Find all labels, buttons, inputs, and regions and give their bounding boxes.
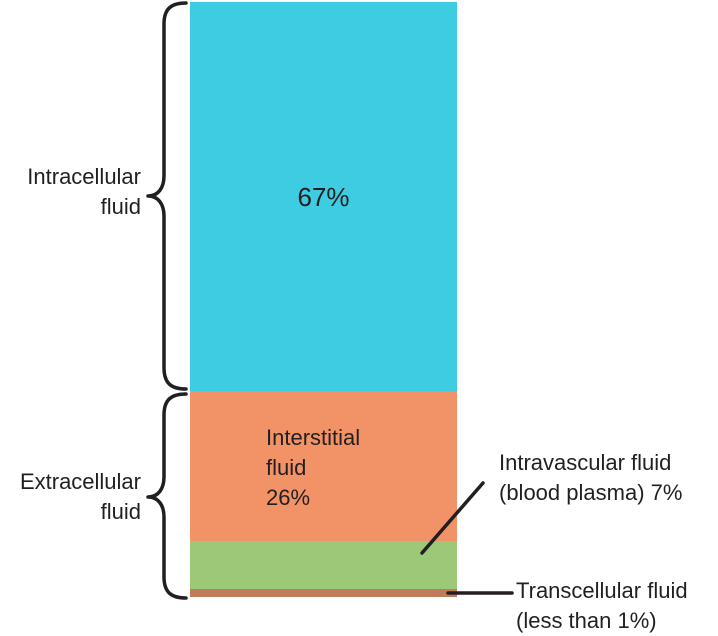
intracellular-group-label: Intracellular fluid [27, 162, 141, 222]
interstitial-label: Interstitial fluid 26% [266, 423, 457, 513]
segment-transcellular-fluid [190, 589, 457, 597]
transcellular-annotation: Transcellular fluid (less than 1%) [516, 576, 688, 636]
intracellular-percentage-label: 67% [297, 181, 350, 212]
interstitial-label-line1: Interstitial [266, 425, 361, 450]
transcellular-annotation-line1: Transcellular fluid [516, 578, 688, 603]
segment-interstitial-fluid: Interstitial fluid 26% [190, 391, 457, 541]
extracellular-group-label-line2: fluid [100, 499, 141, 524]
segment-intracellular-fluid: 67% [190, 2, 457, 391]
extracellular-group-label: Extracellular fluid [20, 467, 141, 527]
extracellular-group-label-line1: Extracellular [19, 469, 141, 494]
interstitial-label-line3: 26% [266, 485, 311, 510]
intravascular-annotation-line2: (blood plasma) 7% [499, 480, 683, 505]
transcellular-annotation-line2: (less than 1%) [516, 608, 657, 633]
extracellular-brace [146, 392, 188, 600]
stacked-bar: 67% Interstitial fluid 26% [190, 2, 457, 597]
intravascular-annotation: Intravascular fluid (blood plasma) 7% [499, 448, 682, 508]
interstitial-label-line2: fluid [266, 455, 307, 480]
intracellular-group-label-line2: fluid [100, 194, 141, 219]
intracellular-group-label-line1: Intracellular [27, 164, 141, 189]
intracellular-brace [146, 1, 188, 391]
segment-intravascular-fluid [190, 541, 457, 589]
intravascular-annotation-line1: Intravascular fluid [499, 450, 672, 475]
